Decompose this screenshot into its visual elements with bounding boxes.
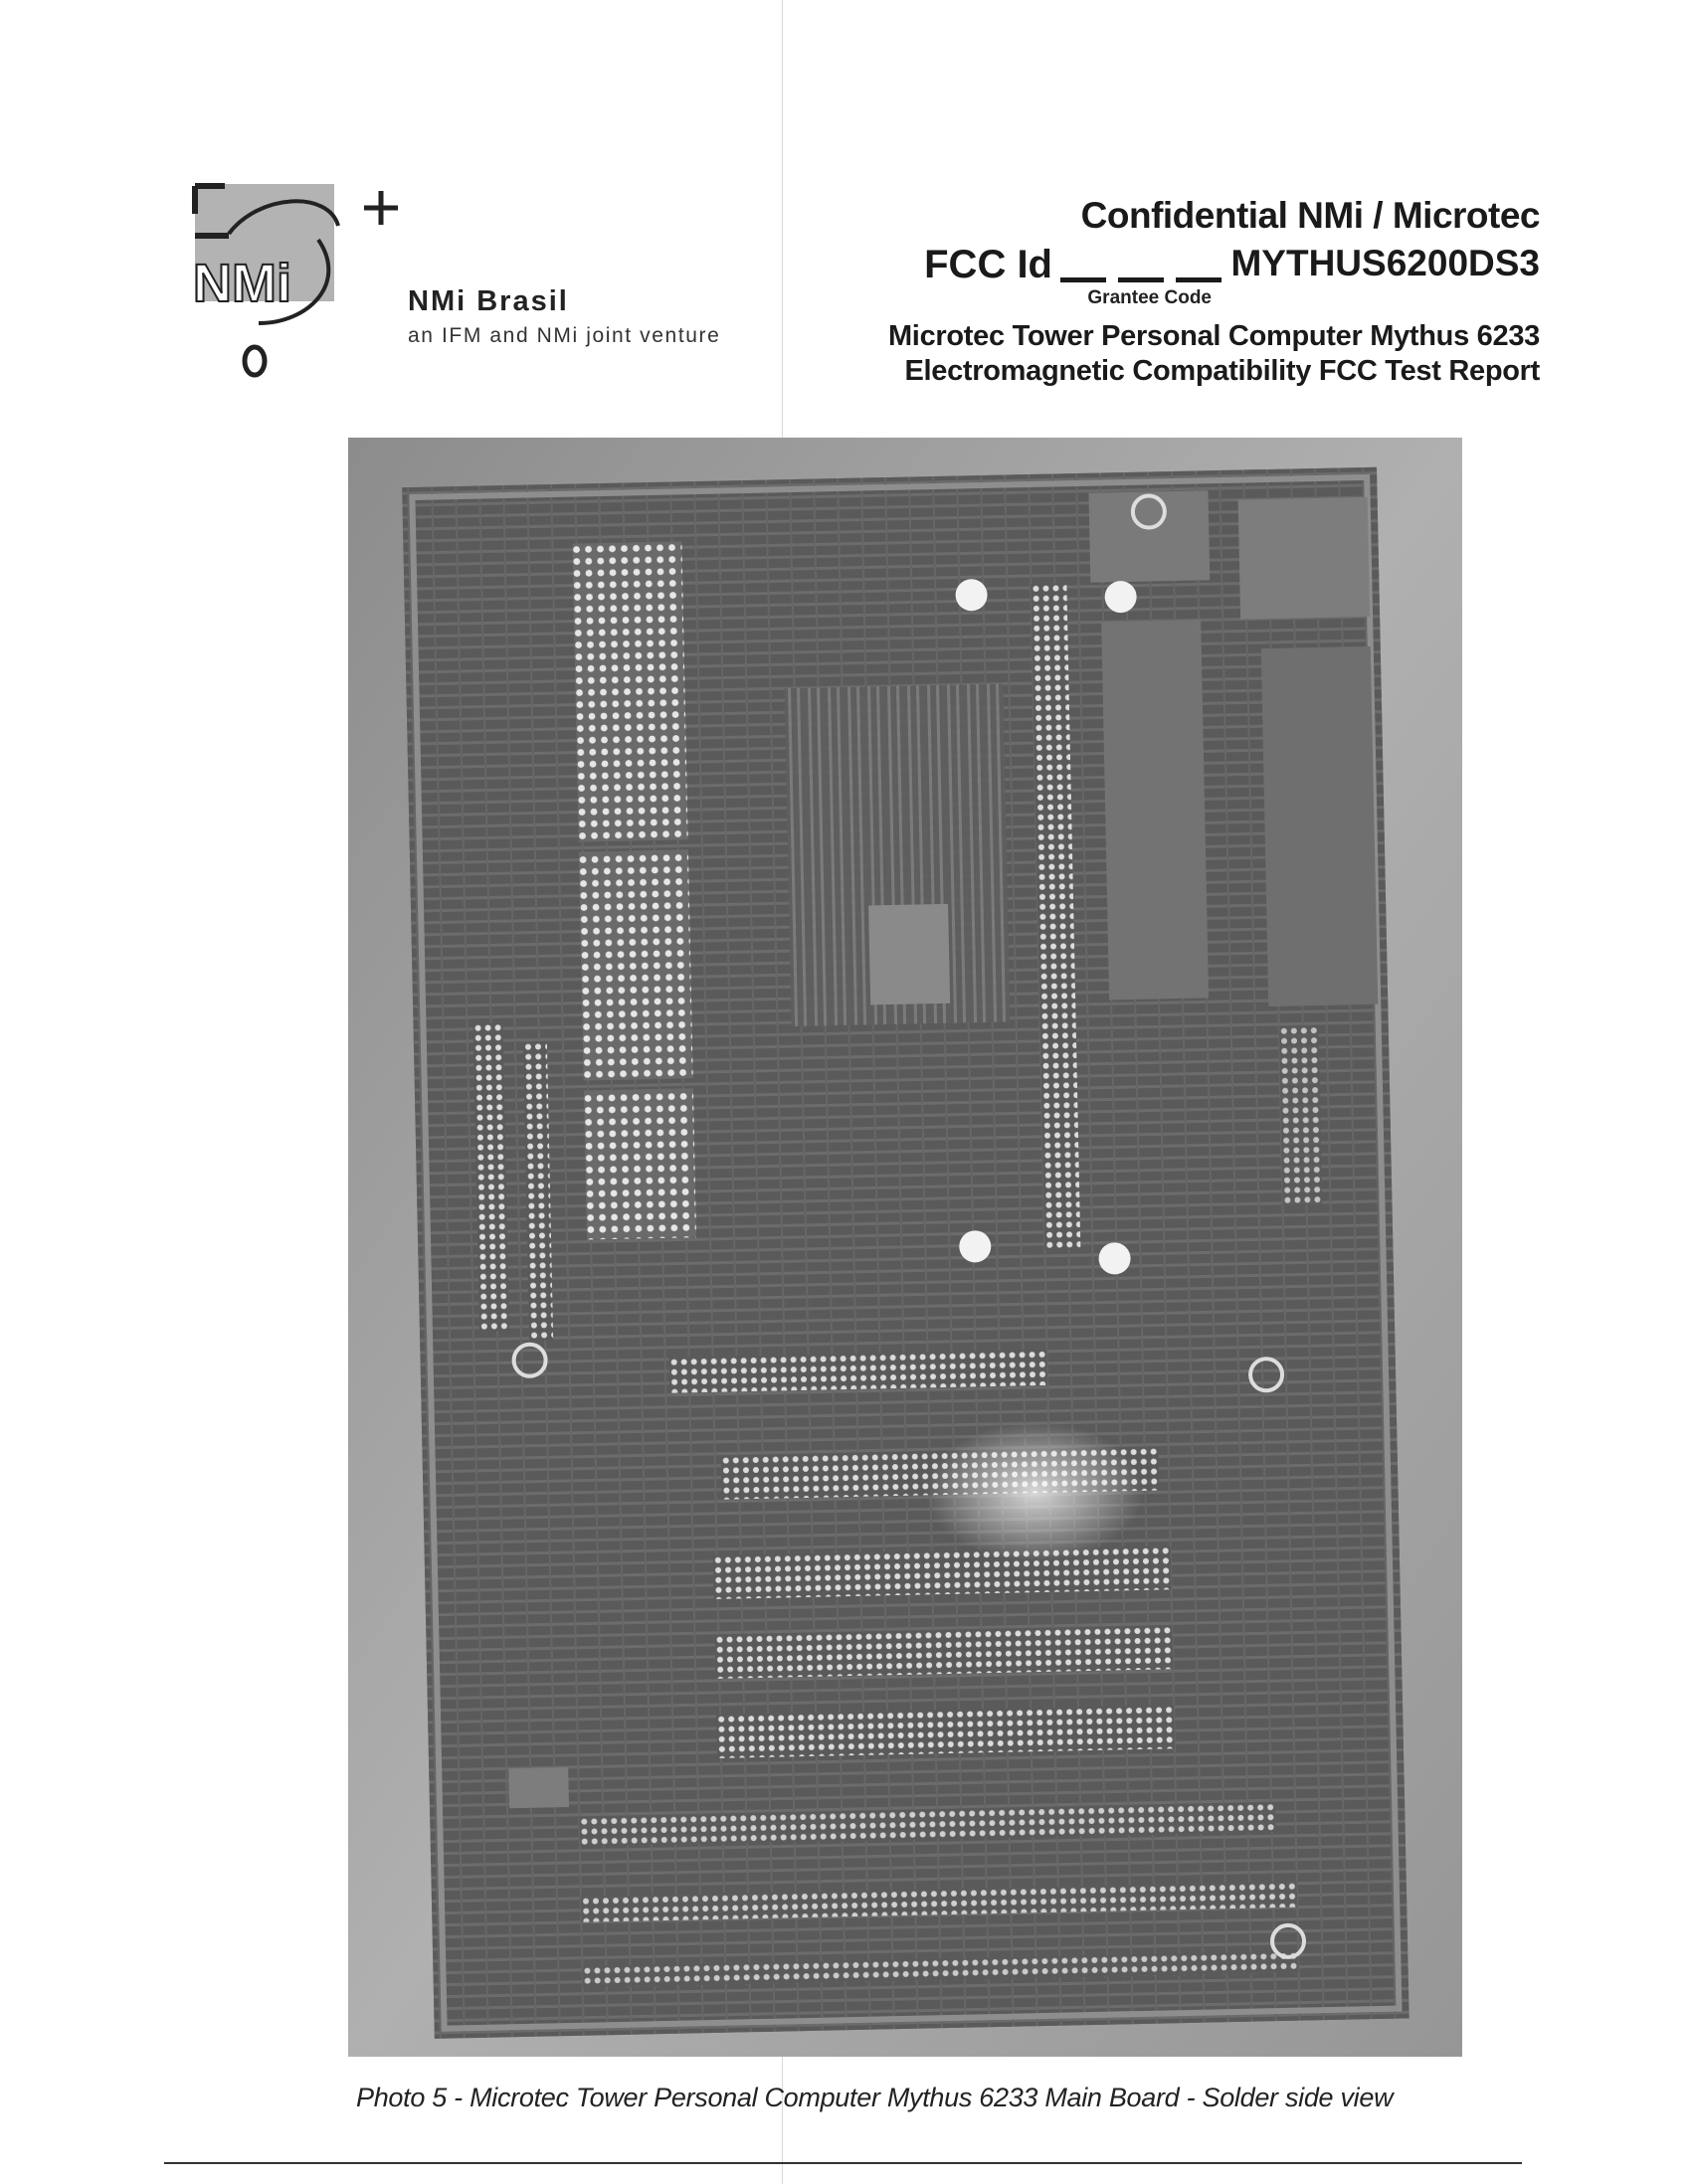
grantee-code-blanks bbox=[1060, 243, 1225, 286]
logo-text: NMi bbox=[193, 254, 291, 313]
footer-rule bbox=[164, 2162, 1522, 2164]
grantee-code-label: Grantee Code bbox=[1087, 287, 1212, 308]
report-header: Confidential NMi / Microtec FCC Id MYTHU… bbox=[784, 195, 1541, 388]
report-title-line-1: Microtec Tower Personal Computer Mythus … bbox=[887, 320, 1540, 352]
fcc-id-row: FCC Id MYTHUS6200DS3 Grantee Code bbox=[784, 243, 1540, 308]
main-board-photo bbox=[348, 438, 1462, 2057]
report-title-line-2: Electromagnetic Compatibility FCC Test R… bbox=[904, 355, 1540, 387]
fcc-id-label: FCC Id bbox=[924, 243, 1052, 286]
org-name: NMi Brasil bbox=[408, 285, 569, 317]
photo-caption: Photo 5 - Microtec Tower Personal Comput… bbox=[356, 2083, 1394, 2112]
org-block: NMi Brasil an IFM and NMi joint venture bbox=[408, 285, 720, 348]
circuit-board-illustration bbox=[348, 438, 1462, 2057]
header-branding: NMi NMi Brasil an IFM and NMi joint vent… bbox=[189, 174, 766, 383]
confidential-label: Confidential NMi / Microtec bbox=[1080, 195, 1541, 236]
fcc-id-value: MYTHUS6200DS3 bbox=[1230, 243, 1540, 283]
org-tagline: an IFM and NMi joint venture bbox=[408, 324, 721, 347]
nmi-logo: NMi bbox=[192, 183, 398, 378]
